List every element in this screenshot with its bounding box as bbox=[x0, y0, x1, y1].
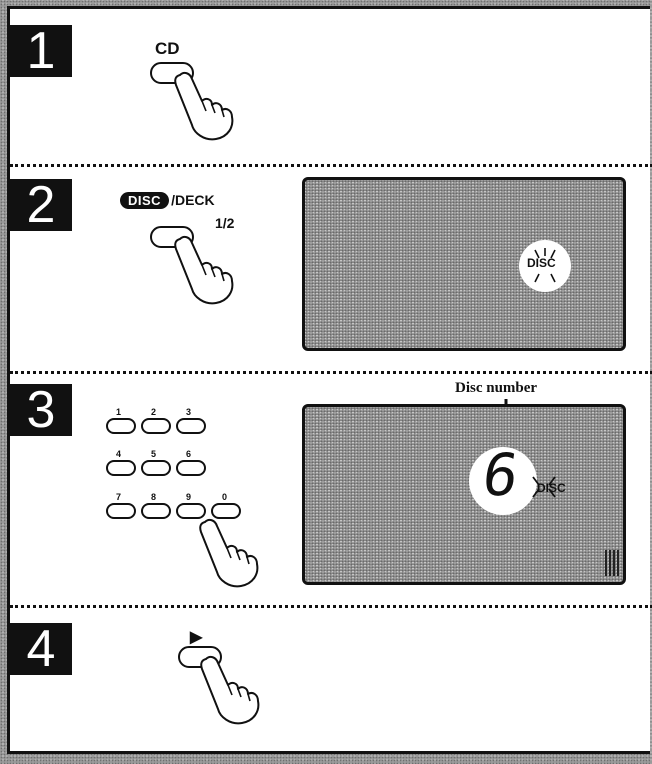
pressing-hand-icon bbox=[196, 651, 276, 721]
step-3-number: 3 bbox=[10, 384, 72, 436]
key-3-label: 3 bbox=[186, 407, 191, 417]
pressing-hand-icon bbox=[195, 514, 275, 584]
key-7-button[interactable] bbox=[107, 504, 135, 518]
display-panel-disc: DISC bbox=[302, 177, 626, 351]
pressing-hand-icon bbox=[170, 231, 250, 301]
disc-number-callout: Disc number bbox=[455, 380, 537, 397]
key-2-button[interactable] bbox=[142, 419, 170, 433]
divider bbox=[10, 371, 652, 374]
deck-number-label: 1/2 bbox=[215, 215, 234, 231]
step-4-number: 4 bbox=[10, 623, 72, 675]
divider bbox=[10, 605, 652, 608]
divider bbox=[10, 164, 652, 167]
disc-deck-button-label: DISC/DECK bbox=[120, 192, 215, 209]
display-panel-disc-number: 6 DISC bbox=[302, 404, 626, 585]
number-keypad[interactable] bbox=[105, 417, 255, 527]
key-6-button[interactable] bbox=[177, 461, 205, 475]
key-5-button[interactable] bbox=[142, 461, 170, 475]
step-2-number: 2 bbox=[10, 179, 72, 231]
cd-button-label: CD bbox=[155, 39, 180, 59]
key-8-button[interactable] bbox=[142, 504, 170, 518]
key-1-button[interactable] bbox=[107, 419, 135, 433]
disc-indicator-text: DISC bbox=[527, 256, 556, 270]
key-1-label: 1 bbox=[116, 407, 121, 417]
key-2-label: 2 bbox=[151, 407, 156, 417]
disc-indicator-text: DISC bbox=[537, 481, 566, 495]
key-3-button[interactable] bbox=[177, 419, 205, 433]
step-1-number: 1 bbox=[10, 25, 72, 77]
instruction-panel: 1 CD 2 DISC/DECK 1/2 DISC 3 1 2 3 4 5 6 … bbox=[7, 6, 650, 754]
key-4-button[interactable] bbox=[107, 461, 135, 475]
disc-label-pill: DISC bbox=[120, 192, 169, 209]
pressing-hand-icon bbox=[170, 67, 250, 137]
display-segment-block bbox=[605, 550, 619, 576]
